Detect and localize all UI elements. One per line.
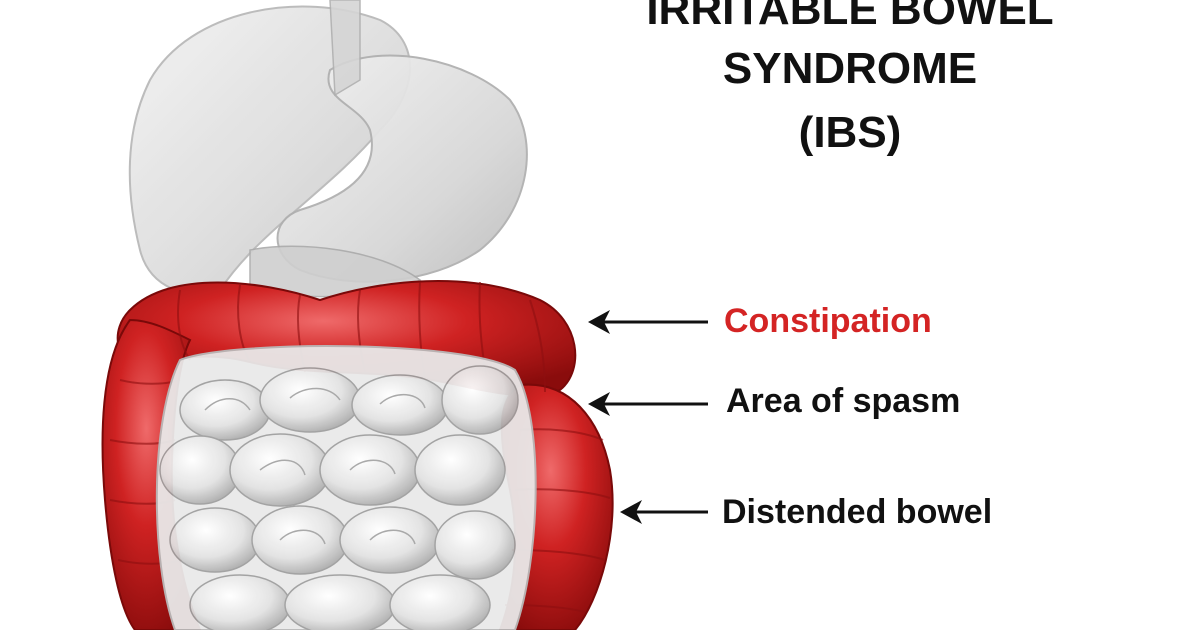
label-constipation: Constipation: [724, 302, 932, 340]
title-line-2: SYNDROME: [722, 44, 978, 93]
esophagus-shape: [329, 0, 361, 97]
arrow-area-of-spasm: [588, 392, 708, 416]
title-line-3: (IBS): [798, 108, 902, 157]
label-area-of-spasm: Area of spasm: [726, 382, 961, 420]
title-line-1: IRRITABLE BOWEL: [646, 0, 1054, 34]
arrow-distended-bowel: [620, 500, 708, 524]
small-intestine-group: [155, 345, 537, 630]
label-distended-bowel: Distended bowel: [722, 493, 993, 531]
arrow-constipation: [588, 310, 708, 334]
